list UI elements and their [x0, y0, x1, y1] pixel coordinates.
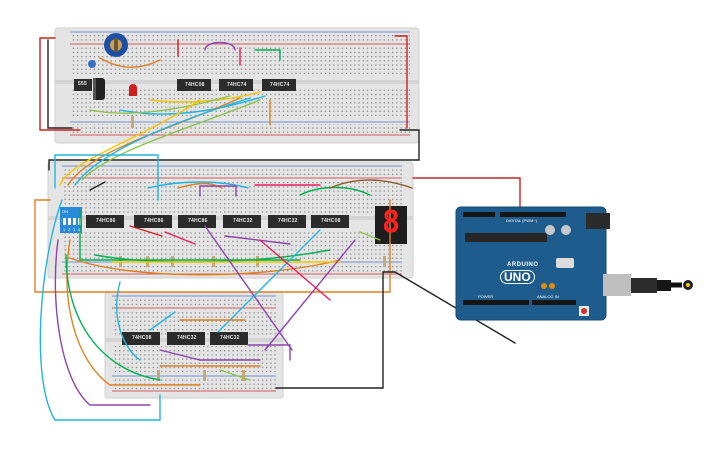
chip-mid-6: [311, 215, 349, 228]
chip-bot-3: [210, 332, 248, 345]
chip-mid-1: [86, 215, 124, 228]
chip-555: [74, 79, 92, 91]
capacitor-ceramic: [88, 60, 96, 68]
resistor-top: [131, 116, 134, 128]
seven-segment-display: [375, 206, 407, 244]
chip-mid-2: [134, 215, 172, 228]
chip-top-2: [219, 79, 253, 91]
wires: [34, 35, 521, 421]
chip-mid-5: [268, 215, 306, 228]
usb-cable: [603, 274, 693, 296]
chip-top-1: [177, 79, 211, 91]
led-red: [129, 84, 137, 96]
arduino-uno: [455, 206, 610, 321]
chip-bodies: [74, 79, 349, 345]
chip-top-3: [262, 79, 296, 91]
chip-bot-1: [122, 332, 160, 345]
dip-switch[interactable]: [60, 207, 82, 233]
chip-mid-4: [223, 215, 261, 228]
capacitor-electrolytic: [93, 78, 105, 100]
chip-bot-2: [167, 332, 205, 345]
chip-mid-3: [178, 215, 216, 228]
potentiometer[interactable]: [104, 33, 128, 57]
